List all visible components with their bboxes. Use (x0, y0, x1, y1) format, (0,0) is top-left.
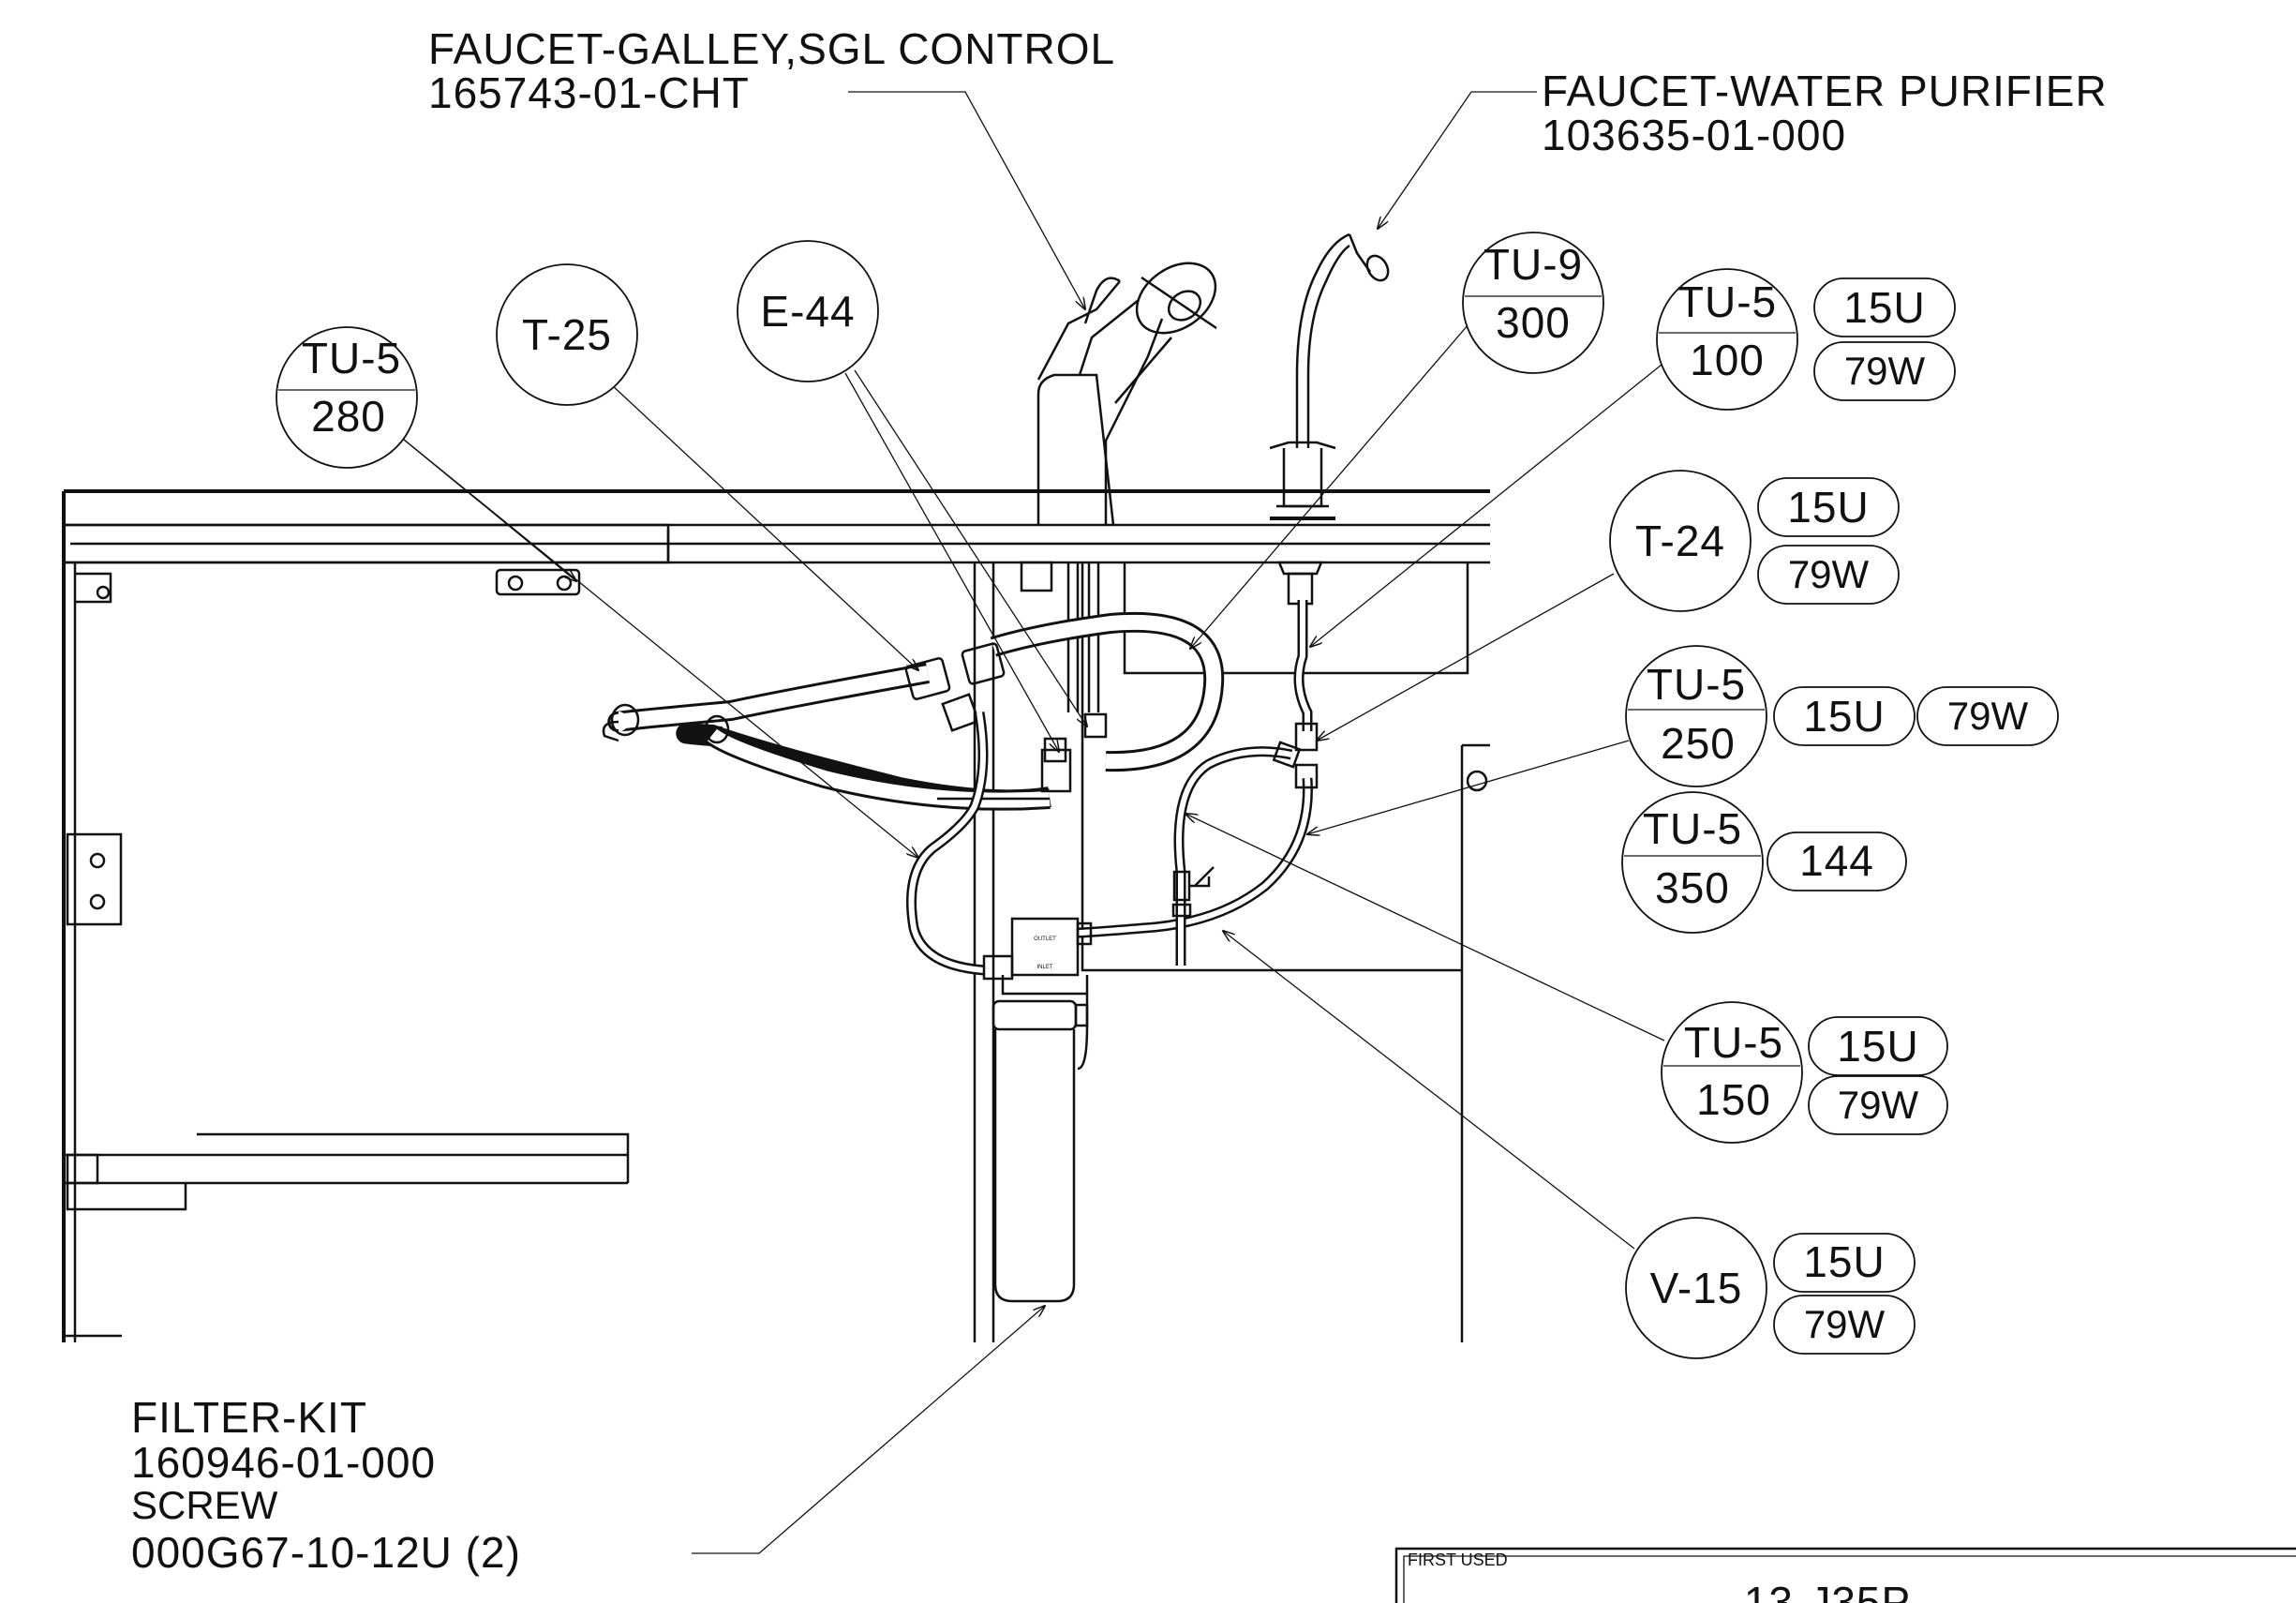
screw-name: SCREW (131, 1483, 278, 1527)
callout-t25: T-25 (496, 263, 638, 406)
callout-tu5-150-bottom: 150 (1696, 1075, 1771, 1124)
callout-e44-label: E-44 (760, 287, 855, 336)
callout-tu5-100-tag-2: 79W (1844, 349, 1926, 393)
filter-cartridge: OUTLET INLET (982, 917, 1093, 1303)
filter-outlet-label: OUTLET (1034, 936, 1056, 942)
filter-kit-part-number: 160946-01-000 (131, 1438, 436, 1487)
callout-tu5-280-bottom: 280 (311, 392, 386, 441)
callout-tu5-350-tag-1: 144 (1799, 836, 1874, 885)
faucet-galley-part-number: 165743-01-CHT (428, 68, 750, 117)
faucet-galley-name: FAUCET-GALLEY,SGL CONTROL (428, 24, 1115, 73)
callout-tu9-300-top: TU-9 (1483, 240, 1583, 289)
callout-tu5-100-bottom: 100 (1690, 336, 1765, 384)
part-labels: FAUCET-GALLEY,SGL CONTROL 165743-01-CHT … (131, 24, 2108, 1577)
callout-tu5-250-bottom: 250 (1661, 719, 1736, 768)
filter-kit-name: FILTER-KIT (131, 1393, 367, 1442)
callout-tu5-100: TU-5 100 15U 79W (1656, 268, 1956, 411)
screw-part-number: 000G67-10-12U (2) (131, 1528, 521, 1577)
callout-tu5-280: TU-5 280 (276, 326, 418, 469)
hoses (602, 600, 1319, 976)
callout-t24: T-24 15U 79W (1609, 470, 1900, 612)
callout-tu5-150-top: TU-5 (1684, 1018, 1783, 1067)
callout-v15-tag-1: 15U (1803, 1237, 1885, 1286)
title-block: FIRST USED 13-J35P (1394, 1547, 2296, 1603)
callout-tu5-350: TU-5 350 144 (1621, 791, 1907, 934)
callout-tu5-150-tag-1: 15U (1837, 1022, 1918, 1071)
callout-tu5-250-tag-1: 15U (1803, 692, 1885, 741)
first-used-value: 13-J35P (1744, 1578, 1911, 1603)
callout-t25-label: T-25 (522, 310, 612, 359)
callout-tu5-100-top: TU-5 (1677, 277, 1777, 326)
faucet-purifier-name: FAUCET-WATER PURIFIER (1542, 67, 2108, 115)
callout-t24-label: T-24 (1635, 517, 1725, 565)
callout-t24-tag-2: 79W (1788, 552, 1870, 596)
callout-tu5-250-tag-2: 79W (1947, 694, 2029, 738)
cabinet-structure (62, 489, 1490, 1342)
faucet-purifier-part-number: 103635-01-000 (1542, 111, 1846, 159)
first-used-label: FIRST USED (1408, 1551, 1508, 1569)
purifier-faucet (1269, 232, 1390, 606)
callout-tu5-100-tag-1: 15U (1843, 283, 1925, 332)
callout-tu9-300: TU-9 300 (1462, 232, 1604, 374)
callout-tu5-250-top: TU-5 (1647, 660, 1746, 709)
callout-t24-tag-1: 15U (1787, 483, 1869, 532)
callout-v15-tag-2: 79W (1804, 1302, 1886, 1346)
callout-tu9-300-bottom: 300 (1496, 298, 1571, 347)
galley-faucet (1036, 262, 1217, 763)
callout-tu5-250: TU-5 250 15U 79W (1625, 645, 2059, 787)
callout-tu5-150-tag-2: 79W (1838, 1083, 1919, 1127)
filter-inlet-label: INLET (1036, 965, 1052, 970)
callout-e44: E-44 (737, 240, 879, 382)
leader-lines (393, 91, 1667, 1554)
callout-tu5-280-top: TU-5 (302, 334, 401, 382)
callout-tu5-350-bottom: 350 (1655, 863, 1730, 912)
callout-v15-label: V-15 (1650, 1264, 1743, 1312)
callout-tu5-150: TU-5 150 15U 79W (1661, 1001, 1948, 1144)
callout-tu5-350-top: TU-5 (1643, 804, 1742, 853)
callout-v15: V-15 15U 79W (1625, 1217, 1916, 1359)
